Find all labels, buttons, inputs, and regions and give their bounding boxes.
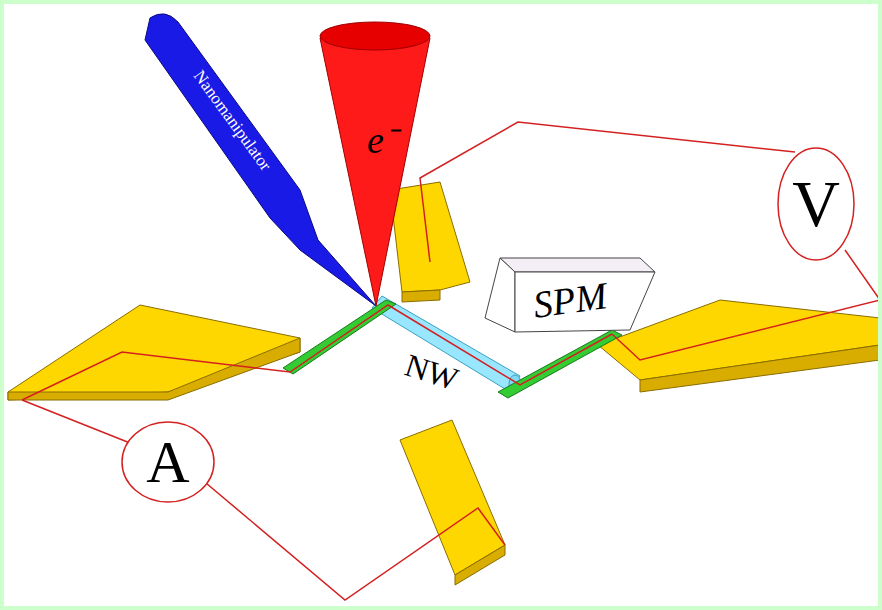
electron-beam bbox=[320, 24, 430, 306]
electrode-pad bbox=[390, 182, 470, 292]
spm-probe bbox=[485, 258, 655, 332]
contact-strip bbox=[498, 330, 622, 398]
node-text: A bbox=[146, 432, 189, 492]
ammeter-label: A bbox=[144, 430, 191, 494]
setup-illustration bbox=[4, 4, 878, 606]
voltmeter bbox=[778, 148, 854, 260]
figure-ground: Nanomanipulatore⁻VSPMANW bbox=[4, 4, 878, 606]
circuit-wire bbox=[22, 122, 878, 600]
ammeter bbox=[122, 422, 214, 502]
voltmeter-label: V bbox=[790, 169, 842, 239]
node-text: e⁻ bbox=[367, 121, 397, 159]
node-text: SPM bbox=[531, 276, 609, 324]
beam-label: e⁻ bbox=[365, 119, 399, 161]
node-text: V bbox=[792, 171, 840, 237]
